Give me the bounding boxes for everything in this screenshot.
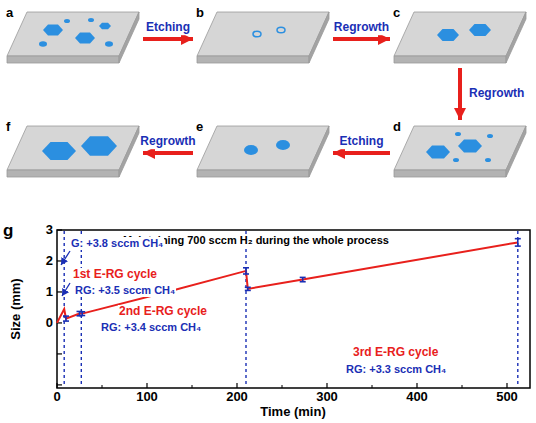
substrate-plate — [5, 122, 141, 180]
tick-label: 0 — [53, 390, 60, 405]
cycle-divider — [245, 231, 246, 387]
substrate-plate — [392, 122, 528, 180]
size-curve — [57, 242, 518, 323]
process-panel: b — [195, 8, 331, 66]
panel-letter: d — [393, 120, 401, 135]
substrate-plate — [5, 8, 141, 66]
gas-flow: RG: +3.4 sccm CH₄ — [100, 321, 202, 334]
process-arrow — [143, 151, 193, 155]
leader-arrow — [61, 251, 70, 265]
panel-letter: f — [6, 120, 10, 135]
panel-letter: b — [196, 6, 204, 21]
tick-label: 0 — [46, 315, 53, 330]
gas-flow: RG: +3.3 sccm CH₄ — [345, 363, 447, 376]
cycle-label: 1st E-RG cycle — [72, 268, 158, 282]
tick-label: 100 — [136, 390, 158, 405]
panel-letter: e — [196, 120, 203, 135]
process-arrow — [458, 68, 462, 120]
step-label: Regrowth — [468, 87, 525, 101]
panel-letter: a — [6, 6, 13, 21]
step-label: Regrowth — [333, 21, 390, 35]
tick-label: 2 — [46, 254, 53, 269]
process-panel: a — [5, 8, 141, 66]
process-panel: c — [392, 8, 528, 66]
cycle-divider — [517, 231, 518, 387]
axis-title: Time (min) — [260, 405, 326, 420]
substrate-plate — [392, 8, 528, 66]
step-label: Regrowth — [139, 135, 196, 149]
substrate-plate — [195, 8, 331, 66]
cycle-divider — [81, 231, 82, 387]
gas-flow: RG: +3.5 sccm CH₄ — [74, 284, 176, 297]
tick-label: 1 — [46, 284, 53, 299]
tick-label: 3 — [46, 223, 53, 238]
axis-title: Size (mm) — [9, 278, 24, 339]
tick-label: 300 — [316, 390, 338, 405]
process-panel: e — [195, 122, 331, 180]
substrate-plate — [195, 122, 331, 180]
process-arrow — [143, 37, 193, 41]
tick-label: 200 — [226, 390, 248, 405]
panel-letter: g — [3, 221, 13, 241]
step-label: Etching — [145, 21, 191, 35]
gas-flow: G: +3.8 sccm CH₄ — [70, 237, 164, 250]
leader-arrow — [62, 283, 70, 296]
step-label: Etching — [339, 135, 385, 149]
process-panel: f — [5, 122, 141, 180]
plot-frame — [57, 230, 530, 388]
cycle-label: 3rd E-RG cycle — [352, 346, 439, 360]
process-arrow — [333, 37, 390, 41]
cycle-label: 2nd E-RG cycle — [118, 305, 208, 319]
panel-letter: c — [393, 6, 400, 21]
tick-label: 400 — [406, 390, 428, 405]
process-arrow — [333, 151, 390, 155]
process-panel: d — [392, 122, 528, 180]
tick-label: 500 — [496, 390, 518, 405]
